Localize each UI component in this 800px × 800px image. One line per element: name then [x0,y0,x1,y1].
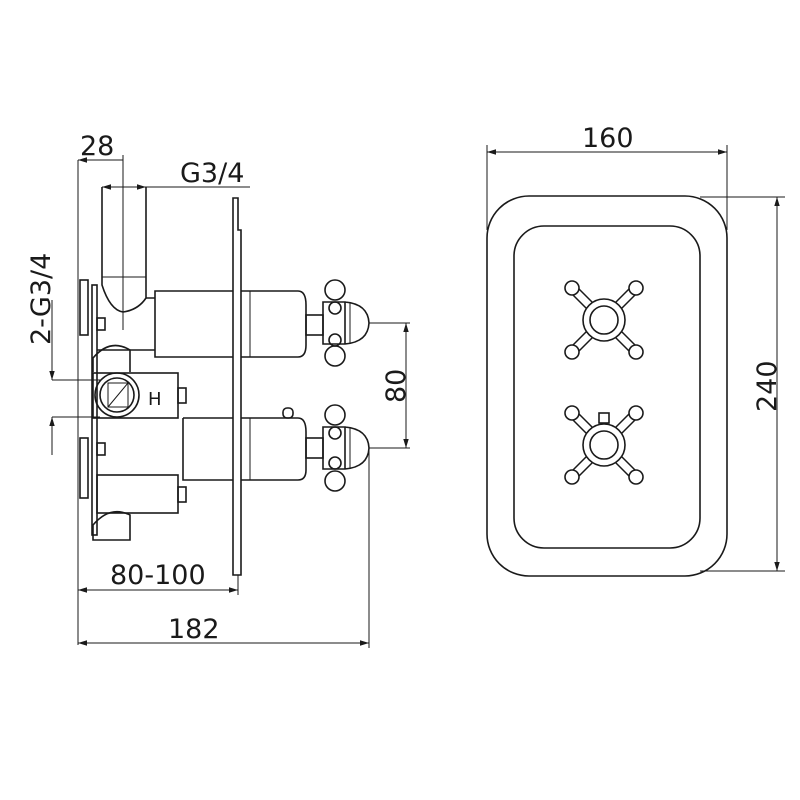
hot-marker: H [148,389,162,410]
side-view: 28 G3/4 H [26,131,412,648]
dim-pipe-offset: 28 [80,131,114,162]
dim-handle-spacing: 80 [381,369,412,403]
upper-cross-handle [564,280,644,360]
lower-cross-handle [564,405,644,485]
dim-inlet-thread: 2-G3/4 [26,253,57,345]
dim-height: 240 [752,360,783,412]
dim-outlet-thread: G3/4 [180,158,244,189]
dim-width: 160 [582,123,634,154]
front-view: 160 240 [486,123,785,577]
dim-total-depth: 182 [168,614,220,645]
dim-wall-depth: 80-100 [110,560,206,591]
